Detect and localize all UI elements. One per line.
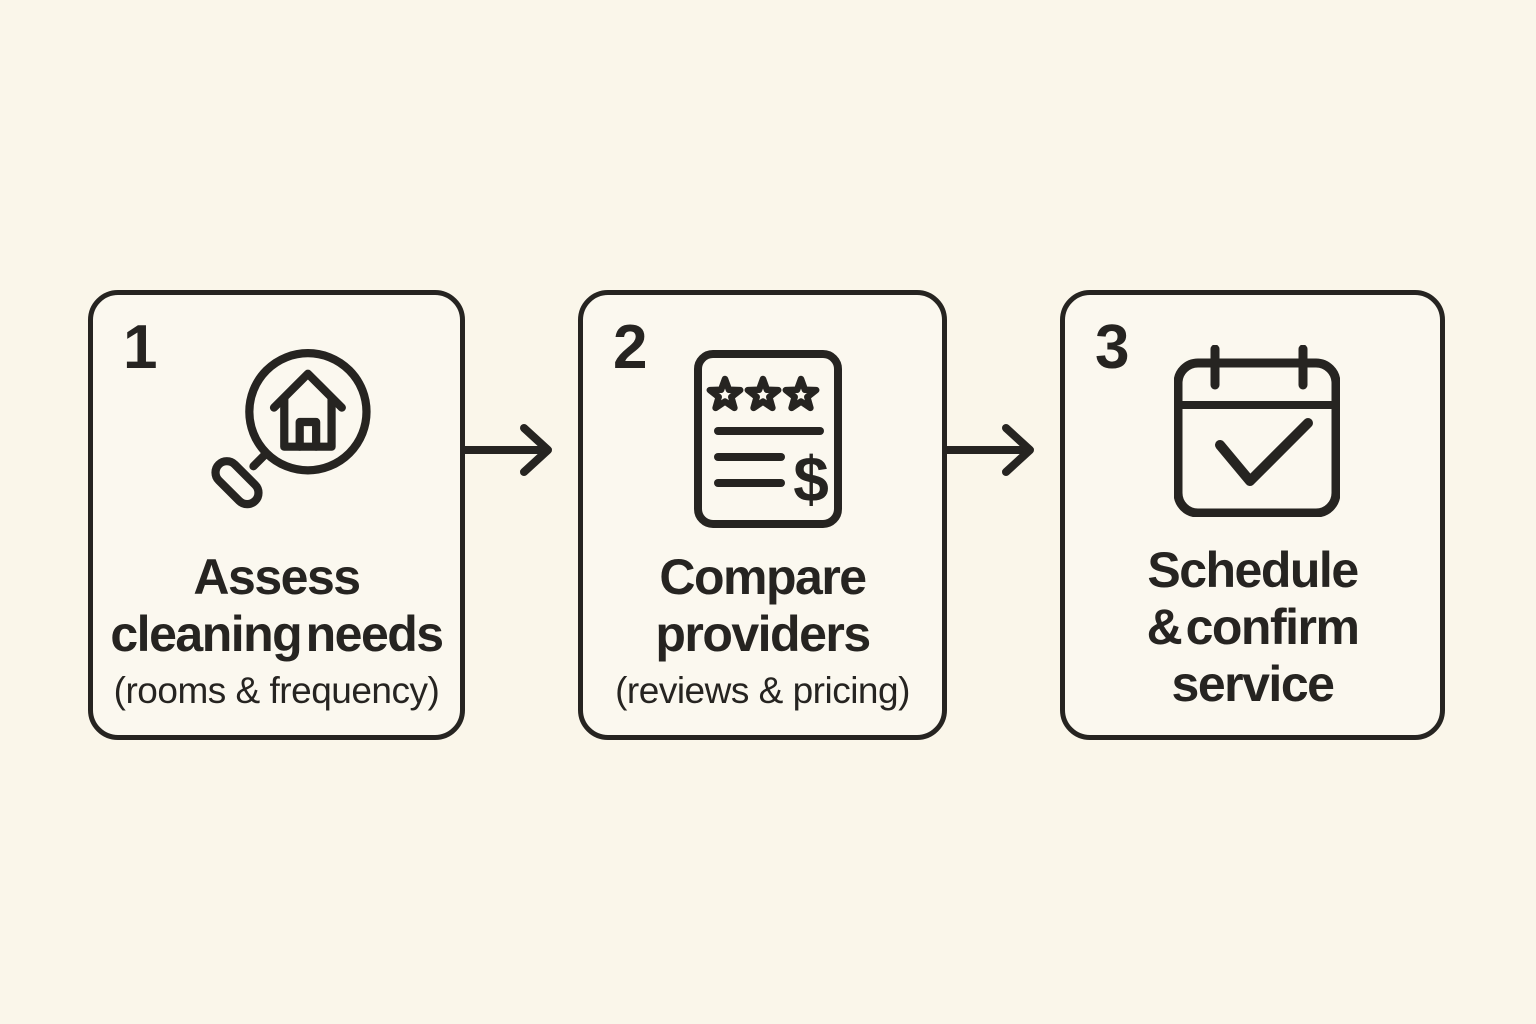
step-title: Assess cleaning needs <box>110 549 444 662</box>
dollar-sign-icon: $ <box>793 443 829 515</box>
calendar-check-icon <box>1174 345 1340 517</box>
step-text: Compare providers (reviews & pricing) <box>589 549 936 713</box>
star-icon <box>706 375 820 412</box>
review-document-icon: $ <box>693 349 843 529</box>
step-card-2: 2 $ Compare providers (reviews & pricing… <box>578 290 947 740</box>
step-number: 3 <box>1095 313 1129 382</box>
checkmark-icon <box>1215 418 1313 486</box>
step-text: Schedule & confirm service <box>1071 542 1434 713</box>
right-arrow-icon <box>462 424 552 476</box>
step-title: Compare providers <box>655 549 871 662</box>
step-card-3: 3 Schedule & confirm service <box>1060 290 1445 740</box>
step-subtitle: (reviews & pricing) <box>615 670 910 711</box>
step-card-1: 1 Assess cleaning needs (rooms & frequen… <box>88 290 465 740</box>
step-text: Assess cleaning needs (rooms & frequency… <box>99 549 454 713</box>
step-title: Schedule & confirm service <box>1146 542 1360 712</box>
step-number: 2 <box>613 313 647 382</box>
step-number: 1 <box>123 313 157 382</box>
right-arrow-icon <box>944 424 1034 476</box>
step-subtitle: (rooms & frequency) <box>113 670 440 711</box>
magnifier-house-icon <box>200 347 385 532</box>
